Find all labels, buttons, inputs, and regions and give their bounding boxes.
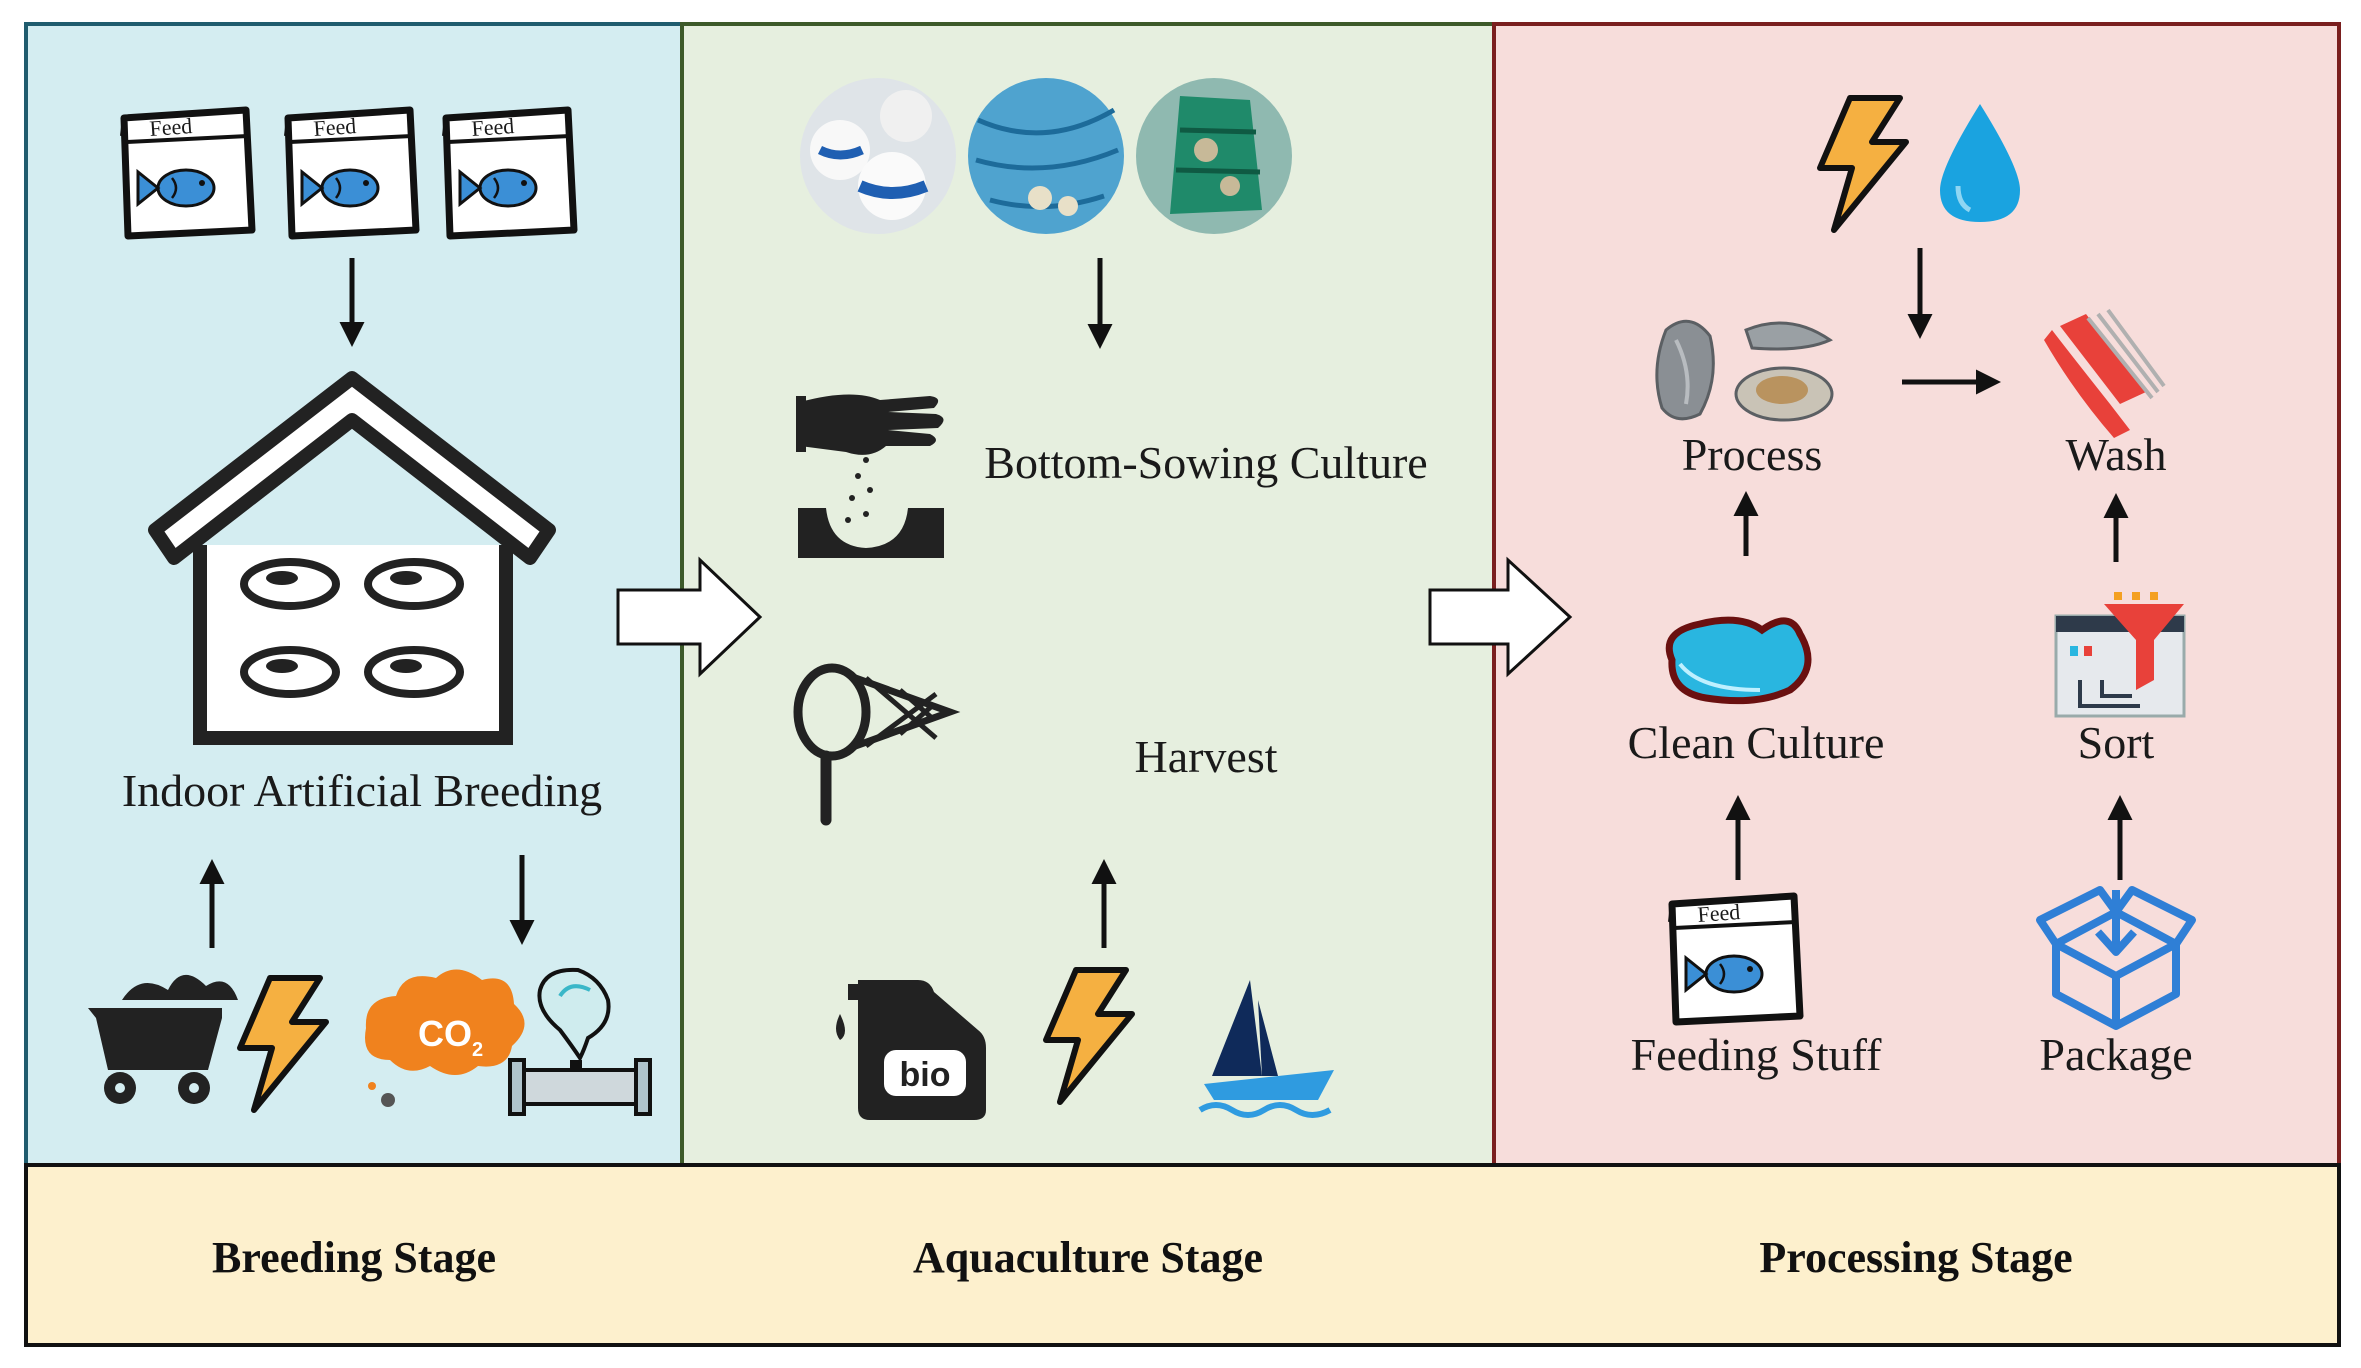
feed-bags: Feed Feed Feed [122,110,574,236]
breeding-stage-label: Breeding Stage [212,1233,496,1282]
oyster-cage-photo [1136,78,1292,234]
culture-pool-icon [1665,616,1812,705]
hatchery-house-icon [148,371,556,745]
stage-transition-arrow [616,556,763,678]
co2-emission-icon: CO 2 [365,969,525,1107]
harvest-label: Harvest [1134,731,1277,782]
feed-bag-label: Feed [149,113,193,141]
footer-band [24,1163,2341,1347]
wastewater-pipe-icon [508,967,652,1116]
feed-bag-icon: Feed [1670,896,1800,1022]
sort-label: Sort [2078,717,2155,768]
wash-brush-icon [2044,308,2166,438]
water-drop-icon [1940,104,2020,222]
wash-label: Wash [2065,429,2166,480]
biofuel-can-icon: bio [836,980,986,1120]
sailboat-icon [1198,980,1334,1118]
sowing-hand-icon [796,394,944,558]
buoy-photo [800,78,956,234]
aquaculture-stage-label: Aquaculture Stage [913,1233,1263,1282]
sort-filter-icon [2054,592,2186,718]
indoor-breeding-label: Indoor Artificial Breeding [122,765,602,816]
feed-bag-icon: Feed [122,110,252,236]
package-box-icon [2036,886,2196,1030]
feed-bag-label: Feed [1697,899,1741,927]
feed-bag-label: Feed [313,113,357,141]
feed-bag-label: Feed [471,113,515,141]
clean-culture-label: Clean Culture [1628,717,1885,768]
fishing-net-photo [968,78,1124,234]
coal-cart-icon [88,974,238,1104]
process-label: Process [1682,429,1823,480]
bio-label: bio [900,1056,951,1094]
co2-label: CO [418,1013,472,1054]
processing-stage-label: Processing Stage [1759,1233,2072,1282]
package-label: Package [2039,1029,2192,1080]
processing-panel [1492,22,2341,1167]
harvest-net-icon [793,663,961,826]
stage-transition-arrow [1428,556,1573,678]
feeding-stuff-label: Feeding Stuff [1631,1029,1883,1080]
co2-subscript: 2 [472,1039,483,1061]
bottom-sowing-label: Bottom-Sowing Culture [984,437,1427,488]
feed-bag-icon: Feed [444,110,574,236]
oyster-icon [1655,319,1834,422]
feed-bag-icon: Feed [286,110,416,236]
